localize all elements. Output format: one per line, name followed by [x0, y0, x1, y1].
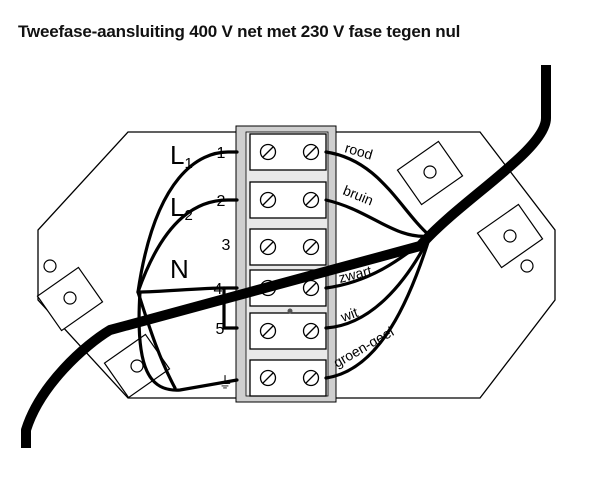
screw-icon: [302, 369, 320, 387]
label-l2: L2: [170, 192, 193, 224]
wire-groen-geel: [324, 234, 432, 380]
wire-l2-left: [136, 198, 239, 294]
wire-label-wit: wit: [338, 304, 361, 325]
earth-bracket: [235, 392, 337, 403]
earth-icon: ⏚: [217, 374, 233, 392]
wire-label-rood: rood: [343, 140, 374, 163]
wire-n-branch: [136, 290, 177, 390]
screw-icon: [302, 143, 320, 161]
terminal-number-4: 4: [214, 281, 223, 298]
wire-rood: [324, 150, 432, 238]
wire-bruin: [324, 198, 432, 238]
label-n: N: [170, 254, 189, 284]
screw-icon: [302, 191, 320, 209]
terminal-number-5: 5: [216, 321, 225, 338]
screw-icon: [259, 369, 277, 387]
terminal-block-5: [249, 312, 327, 350]
wires: [136, 150, 432, 392]
screw-icon: [259, 143, 277, 161]
screw-icon: [259, 322, 277, 340]
wire-l1-left: [136, 150, 239, 294]
screw-icon: [302, 322, 320, 340]
diagram-title: Tweefase-aansluiting 400 V net met 230 V…: [18, 22, 461, 41]
wire-wit: [324, 234, 432, 330]
label-l1: L1: [170, 140, 193, 172]
terminal-block-3: [249, 228, 327, 266]
wire-n-left: [136, 286, 239, 294]
terminal-number-1: 1: [217, 145, 226, 162]
screw-icon: [302, 279, 320, 297]
wire-label-zwart: zwart: [337, 262, 373, 286]
screw-icon: [259, 191, 277, 209]
screw-icon: [259, 238, 277, 256]
terminal-number-3: 3: [222, 237, 231, 254]
terminal-block-1: [249, 133, 327, 171]
terminal-block-earth: [249, 359, 327, 397]
mounting-tab-left: [36, 259, 104, 332]
terminal-block-2: [249, 181, 327, 219]
screw-icon: [302, 238, 320, 256]
bridge-dot: [287, 308, 293, 314]
mounting-tab-right: [476, 203, 544, 273]
supply-cable: [21, 65, 551, 448]
mounting-tab-top-right: [396, 140, 464, 206]
terminal-number-2: 2: [217, 193, 226, 210]
